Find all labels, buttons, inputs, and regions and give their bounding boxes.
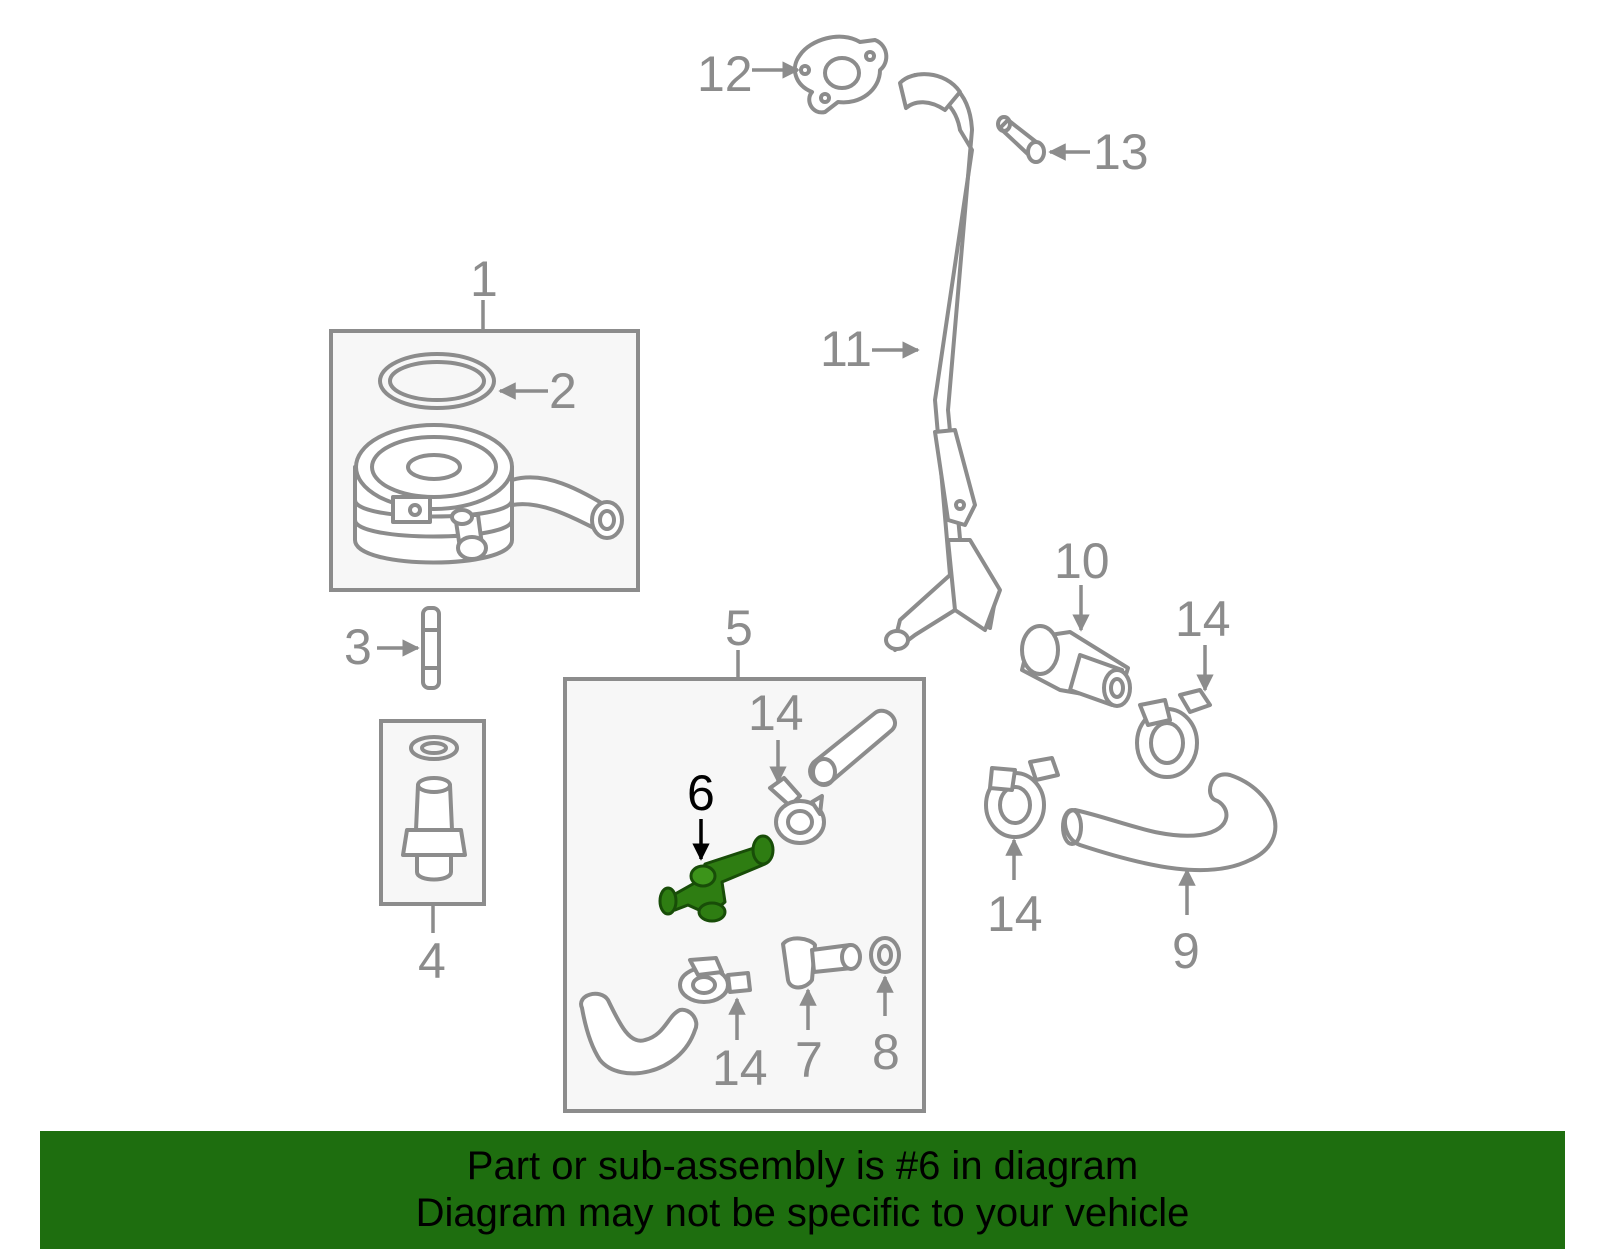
callout-12: 12 xyxy=(697,46,753,102)
part-13-stud[interactable] xyxy=(996,115,1046,164)
part-10-fitting[interactable] xyxy=(1020,624,1132,708)
callout-5: 5 xyxy=(725,600,753,656)
part-3-stud[interactable] xyxy=(421,606,441,690)
banner-line-2: Diagram may not be specific to your vehi… xyxy=(415,1191,1190,1235)
info-banner: Part or sub-assembly is #6 in diagram Di… xyxy=(40,1131,1565,1249)
part-hose-curved[interactable] xyxy=(579,991,699,1076)
callout-8: 8 xyxy=(872,1024,900,1080)
callout-14-inner-top: 14 xyxy=(748,685,804,741)
part-4-fitting[interactable] xyxy=(401,735,467,882)
callout-11: 11 xyxy=(820,321,872,377)
callout-6: 6 xyxy=(687,765,715,821)
callout-14-right: 14 xyxy=(1175,591,1231,647)
part-6-coolant-tee[interactable] xyxy=(658,834,775,923)
part-8-washer[interactable] xyxy=(869,936,901,974)
callout-7: 7 xyxy=(795,1032,823,1088)
callout-2: 2 xyxy=(549,363,577,419)
part-7-bleeder[interactable] xyxy=(781,936,862,990)
callout-9: 9 xyxy=(1172,923,1200,979)
part-12-gasket[interactable] xyxy=(792,34,889,115)
callout-10: 10 xyxy=(1054,533,1110,589)
callout-13: 13 xyxy=(1093,124,1149,180)
part-2-o-ring[interactable] xyxy=(378,352,496,410)
part-14-clamp-inner-bottom[interactable] xyxy=(678,956,752,1004)
callout-1: 1 xyxy=(470,251,498,307)
part-hose-short[interactable] xyxy=(808,708,897,787)
part-11-coolant-pipe[interactable] xyxy=(884,72,1002,652)
callout-3: 3 xyxy=(344,619,372,675)
banner-line-1: Part or sub-assembly is #6 in diagram xyxy=(466,1144,1139,1188)
part-9-hose[interactable] xyxy=(1061,772,1278,873)
part-14-clamp-right[interactable] xyxy=(1135,688,1212,779)
callout-4: 4 xyxy=(418,933,446,989)
part-14-clamp-left[interactable] xyxy=(984,756,1060,839)
callout-14-inner-bottom: 14 xyxy=(712,1040,768,1096)
callout-14-left: 14 xyxy=(987,886,1043,942)
part-1-oil-cooler[interactable] xyxy=(353,423,624,565)
